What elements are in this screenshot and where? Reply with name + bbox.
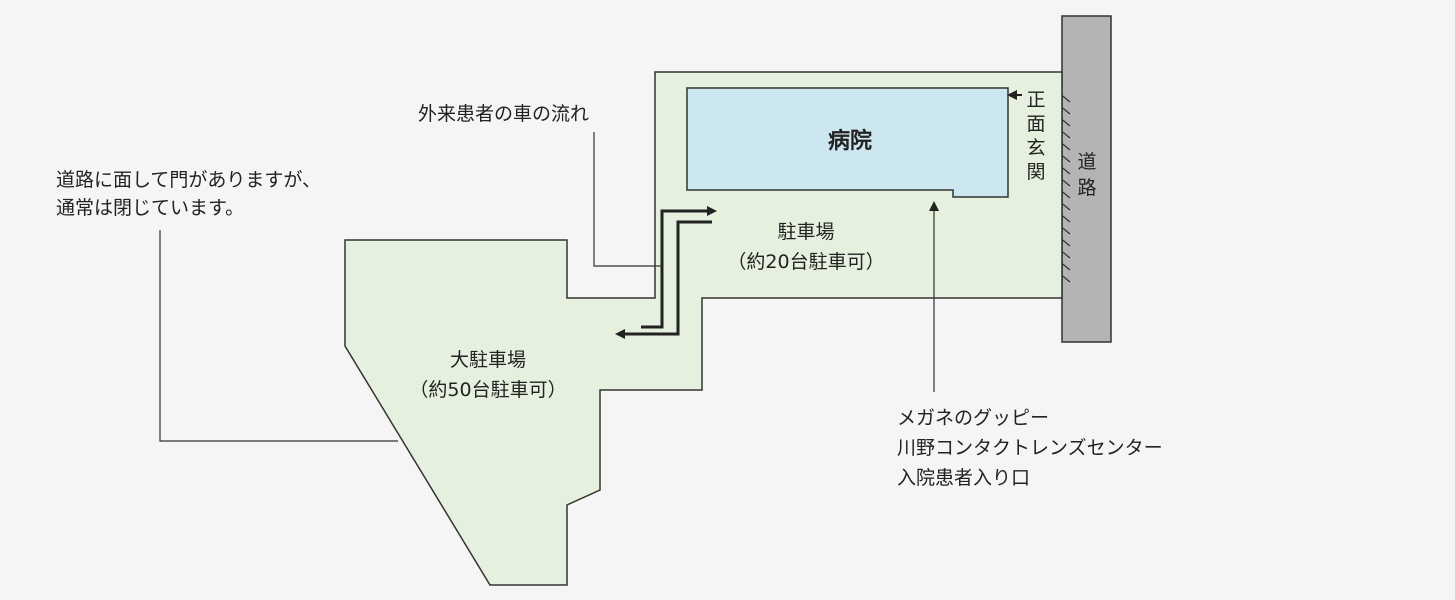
entrance-note-line-3: 入院患者入り口 bbox=[897, 467, 1030, 489]
large-lot-title: 大駐車場 bbox=[450, 349, 526, 371]
entrance-note-line-1: メガネのグッピー bbox=[897, 407, 1049, 429]
car-flow-label: 外来患者の車の流れ bbox=[418, 103, 589, 125]
large-lot-capacity: （約50台駐車可） bbox=[409, 379, 566, 401]
car-flow-arrow-in bbox=[641, 206, 717, 329]
road-label-1: 道 bbox=[1077, 151, 1096, 173]
road-strip bbox=[1061, 15, 1112, 343]
gate-note-leader bbox=[159, 230, 398, 442]
car-flow-arrow-out bbox=[615, 220, 712, 339]
large-parking-lot bbox=[344, 71, 1063, 586]
small-lot-title: 駐車場 bbox=[777, 221, 834, 243]
small-lot-capacity: （約20台駐車可） bbox=[727, 251, 884, 273]
entrance-note-line-2: 川野コンタクトレンズセンター bbox=[897, 437, 1163, 459]
road-label-2: 路 bbox=[1077, 177, 1096, 199]
front-entrance-label-1: 正 bbox=[1026, 89, 1045, 111]
car-flow-leader bbox=[593, 132, 662, 267]
gate-note-line-2: 通常は閉じています。 bbox=[56, 197, 244, 219]
front-entrance-label-2: 面 bbox=[1026, 113, 1045, 135]
front-entrance-label-3: 玄 bbox=[1026, 137, 1045, 159]
hospital-label: 病院 bbox=[828, 128, 872, 154]
gate-note-line-1: 道路に面して門がありますが、 bbox=[56, 169, 321, 191]
hospital-building bbox=[686, 87, 1009, 198]
front-entrance-label-4: 関 bbox=[1026, 161, 1045, 183]
